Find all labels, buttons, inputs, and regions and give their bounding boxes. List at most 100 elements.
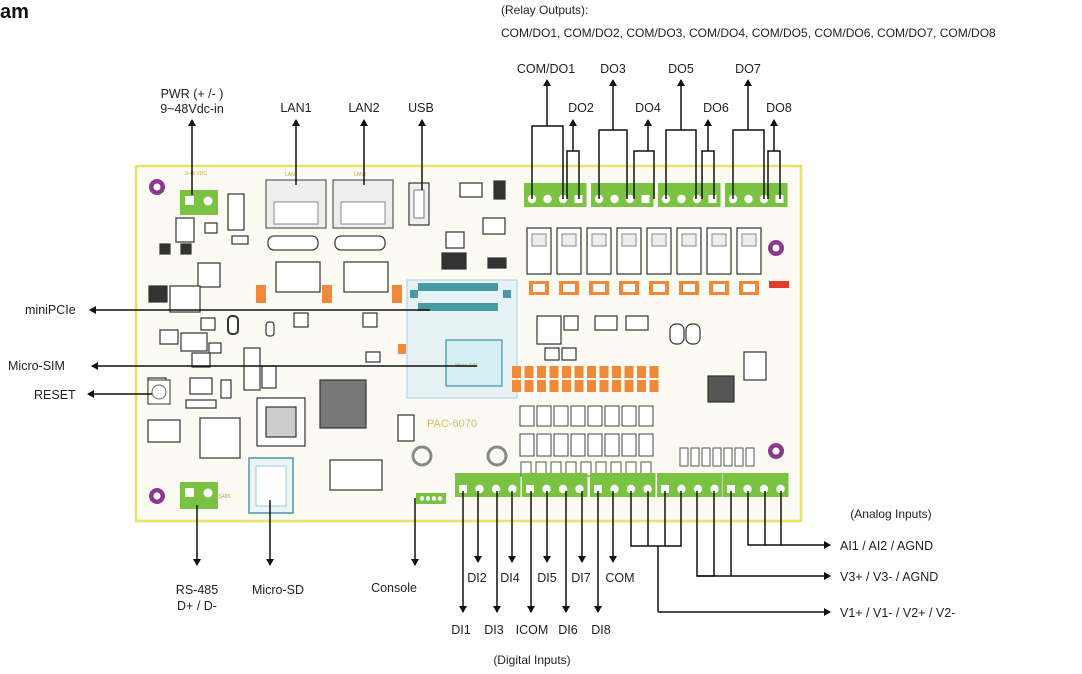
opto (519, 405, 535, 427)
lan2-port: LAN2 (332, 172, 394, 251)
analog-label-ai: AI1 / AI2 / AGND (840, 539, 933, 553)
terminal-body (524, 191, 587, 207)
svg-text:LAN1: LAN1 (285, 172, 298, 178)
input-circuit-rows (519, 405, 755, 477)
reset-button-component (147, 379, 171, 405)
opto (553, 433, 569, 457)
relay-driver-inner (593, 284, 605, 292)
smd-cap (537, 380, 546, 392)
smd-cap (574, 366, 584, 378)
svg-text:LAN2: LAN2 (354, 172, 367, 178)
minipcie-label: miniPCIe (25, 303, 76, 317)
rs485-terminal: RS485 (180, 482, 231, 509)
terminal-pin (677, 194, 686, 204)
analog-label-v3: V3+ / V3- / AGND (840, 570, 938, 584)
smd-cap (524, 380, 534, 392)
di-label-com: COM (605, 571, 634, 585)
di-label-di1: DI1 (451, 623, 471, 637)
terminal-pin (558, 484, 568, 494)
opto (638, 405, 654, 427)
di-label-di5: DI5 (537, 571, 557, 585)
terminal-body (590, 481, 656, 497)
smd-cap (524, 366, 534, 378)
relay-block-2 (591, 183, 654, 207)
opto (587, 405, 603, 427)
do-label-do5: DO5 (668, 62, 694, 76)
relay-outputs-list: COM/DO1, COM/DO2, COM/DO3, COM/DO4, COM/… (501, 26, 996, 40)
smd-cap (512, 366, 521, 378)
relay-driver-inner (743, 284, 755, 292)
relay-window (711, 233, 727, 247)
relay-driver-inner (563, 284, 575, 292)
terminal-pin (643, 484, 652, 494)
terminal-pin (710, 484, 719, 494)
do-label-do8: DO8 (766, 101, 792, 115)
usb-label: USB (408, 101, 434, 115)
terminal-pin (610, 484, 619, 494)
smd-cap (637, 366, 646, 378)
smd-cap (637, 380, 646, 392)
relay-window (681, 233, 697, 247)
terminal-body (723, 481, 789, 497)
smd-cap (624, 380, 634, 392)
rs485-label-line1: RS-485 (176, 583, 218, 597)
smd-cap (549, 380, 559, 392)
terminal-pin (542, 484, 551, 494)
analog-component (712, 447, 722, 467)
page-title-fragment: am (0, 1, 29, 23)
di-label-di4: DI4 (500, 571, 520, 585)
smd-cap (612, 380, 621, 392)
microsd-label: Micro-SD (252, 583, 304, 597)
console-label: Console (371, 581, 417, 595)
terminal-pin (625, 194, 635, 204)
opto (587, 433, 603, 457)
orange-smd-components (256, 285, 659, 392)
di-label-di7: DI7 (571, 571, 591, 585)
relay-row (526, 227, 789, 295)
smd-cap (649, 366, 659, 378)
do-label-do3: DO3 (600, 62, 626, 76)
pwr-label-line1: PWR (+ /- ) (161, 87, 224, 101)
v1v2-bracket (630, 491, 682, 547)
di-label-di2: DI2 (467, 571, 487, 585)
relay-window (621, 233, 637, 247)
smd-cap (562, 366, 571, 378)
opto (638, 433, 654, 457)
relay-window (591, 233, 607, 247)
opto (621, 405, 637, 427)
analog-component (690, 447, 700, 467)
usb-port (408, 182, 430, 226)
microsd-slot (248, 457, 294, 514)
opto (604, 405, 620, 427)
svg-text:9-48 VDC: 9-48 VDC (185, 171, 207, 177)
terminal-pin (744, 194, 753, 204)
mounting-holes (149, 179, 784, 504)
opto (570, 433, 586, 457)
opto (519, 433, 535, 457)
smd-cap (562, 380, 571, 392)
di-label-di3: DI3 (484, 623, 504, 637)
opto (553, 405, 569, 427)
relay-block-4 (725, 183, 788, 207)
opto (621, 433, 637, 457)
relay-driver-inner (533, 284, 545, 292)
analog-label-v1v2: V1+ / V1- / V2+ / V2- (840, 606, 955, 620)
pwr-label-line2: 9~48Vdc-in (160, 102, 224, 116)
smd-cap (612, 366, 621, 378)
opto (536, 433, 552, 457)
smd-cap (599, 380, 609, 392)
do-label-do6: DO6 (703, 101, 729, 115)
terminal-body (725, 191, 788, 207)
relay-window (561, 233, 577, 247)
terminal-pin (693, 484, 703, 494)
round-components (411, 445, 508, 467)
smd-left (322, 285, 332, 303)
smd-cap (587, 380, 596, 392)
microsim-label: Micro-SIM (8, 359, 65, 373)
terminal-pin (508, 484, 517, 494)
relay-block-3 (658, 183, 721, 207)
do-label-do2: DO2 (568, 101, 594, 115)
smd-cap (649, 380, 659, 392)
lan1-port: LAN1 (265, 172, 327, 251)
